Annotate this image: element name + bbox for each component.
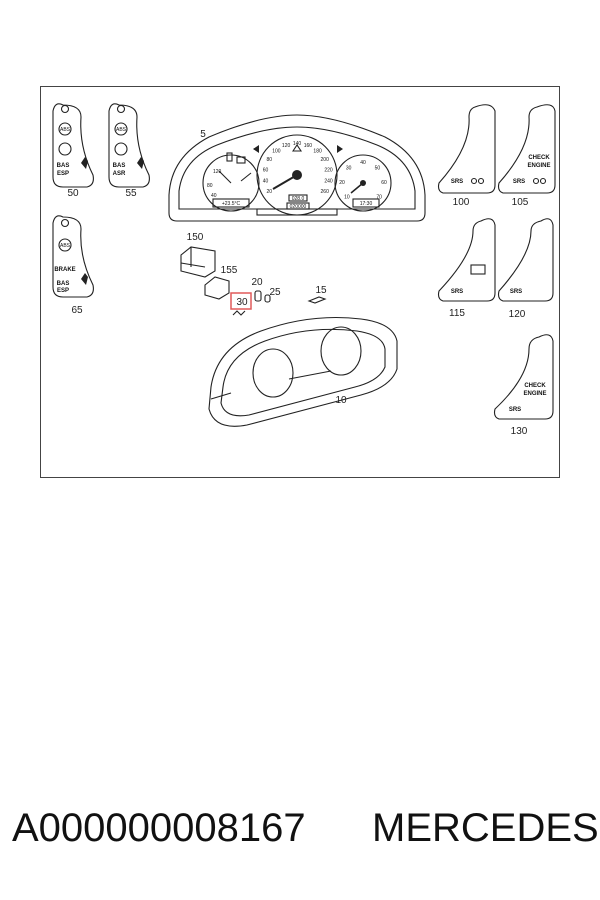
tach-tick-labels: 10 20 30 40 50 60 70	[339, 160, 387, 201]
clock-readout: 17:30	[360, 201, 373, 207]
cluster-housing	[208, 316, 398, 427]
speed-tick-2: 60	[263, 167, 269, 173]
part-20-bulb-holder	[254, 290, 262, 302]
callout-155: 155	[221, 265, 238, 276]
abs-label-55: ABS	[116, 127, 127, 133]
indicator-panel-105: CHECK ENGINE SRS	[497, 104, 556, 194]
part-15-clip	[307, 296, 327, 304]
callout-55: 55	[125, 188, 137, 199]
tach-tick-2: 30	[346, 166, 352, 172]
srs-label-130: SRS	[509, 407, 521, 413]
brand-name: MERCEDES	[372, 806, 599, 850]
speed-tick-7: 160	[304, 143, 313, 149]
brake-label: BRAKE	[54, 267, 75, 273]
instrument-cluster: +23.5°C 120 80 40 028.0 020000 20 40 60 80 1…	[168, 114, 426, 222]
abs-label-65: ABS	[60, 243, 71, 249]
abs-label: ABS	[60, 127, 71, 133]
callout-100: 100	[453, 197, 470, 208]
speed-tick-1: 40	[263, 179, 269, 185]
bas-label-65: BAS	[57, 281, 70, 287]
engine-label-105: ENGINE	[527, 163, 550, 169]
caption-bar: A000000008167 MERCEDES	[0, 806, 600, 866]
check-label-130: CHECK	[524, 383, 546, 389]
part-150-connector	[180, 246, 216, 278]
srs-label-115: SRS	[451, 289, 463, 295]
indicator-panel-100: SRS	[437, 104, 496, 194]
temp-readout: +23.5°C	[222, 201, 241, 207]
parts-diagram: ABS BAS ESP 50 ABS BAS ASR 55 ABS BRAKE …	[40, 86, 560, 478]
speed-tick-11: 240	[324, 179, 333, 185]
speed-tick-10: 220	[324, 167, 333, 173]
callout-105: 105	[512, 197, 529, 208]
part-25-bulb	[264, 294, 271, 303]
tach-tick-1: 20	[339, 180, 345, 186]
indicator-panel-120: SRS	[497, 218, 554, 302]
indicator-panel-55: ABS BAS ASR	[108, 103, 150, 188]
speed-tick-3: 80	[267, 157, 273, 163]
trip-readout: 028.0	[292, 196, 305, 202]
engine-label-130: ENGINE	[523, 391, 546, 397]
temp-tick-2: 40	[211, 193, 217, 199]
esp-label-65: ESP	[57, 288, 69, 294]
callout-120: 120	[509, 309, 526, 320]
srs-label-120: SRS	[510, 289, 522, 295]
tach-tick-5: 60	[381, 180, 387, 186]
part-30-highlight-box[interactable]: 30	[230, 292, 252, 310]
esp-label: ESP	[57, 171, 69, 177]
check-label-105: CHECK	[528, 155, 550, 161]
callout-30: 30	[236, 297, 248, 308]
callout-15: 15	[315, 285, 327, 296]
callout-130: 130	[511, 426, 528, 437]
callout-115: 115	[449, 308, 465, 319]
temp-tick-1: 80	[207, 183, 213, 189]
indicator-panel-50: ABS BAS ESP	[52, 103, 94, 188]
callout-10: 10	[335, 395, 347, 406]
tach-tick-6: 70	[376, 195, 382, 201]
bas-label: BAS	[57, 163, 70, 169]
speed-tick-4: 100	[272, 149, 281, 155]
srs-label-105: SRS	[513, 179, 525, 185]
callout-25: 25	[269, 287, 281, 298]
speed-tick-12: 260	[321, 189, 330, 195]
callout-5: 5	[200, 129, 206, 140]
temp-tick-0: 120	[213, 169, 222, 175]
bas-label-55: BAS	[113, 163, 126, 169]
tach-tick-0: 10	[344, 195, 350, 201]
tach-tick-4: 50	[375, 166, 381, 172]
speed-tick-8: 180	[313, 149, 322, 155]
speed-tick-9: 200	[321, 157, 330, 163]
indicator-panel-65: ABS BRAKE BAS ESP	[52, 215, 94, 298]
srs-label-100: SRS	[451, 179, 463, 185]
callout-20: 20	[251, 277, 263, 288]
callout-50: 50	[67, 188, 79, 199]
speed-tick-6: 140	[293, 141, 302, 147]
speed-tick-5: 120	[282, 143, 291, 149]
part-30-spring	[232, 310, 246, 316]
odometer-readout: 020000	[290, 204, 307, 210]
speed-tick-0: 20	[267, 189, 273, 195]
callout-150: 150	[187, 232, 204, 243]
part-number: A000000008167	[12, 806, 306, 850]
parts-diagram-svg: ABS BAS ESP 50 ABS BAS ASR 55 ABS BRAKE …	[52, 103, 556, 437]
part-155-bracket	[204, 276, 230, 300]
indicator-panel-115: SRS	[437, 218, 496, 302]
callout-65: 65	[71, 305, 83, 316]
asr-label: ASR	[113, 171, 126, 177]
indicator-panel-130: CHECK ENGINE SRS	[493, 334, 554, 420]
tach-tick-3: 40	[360, 160, 366, 166]
